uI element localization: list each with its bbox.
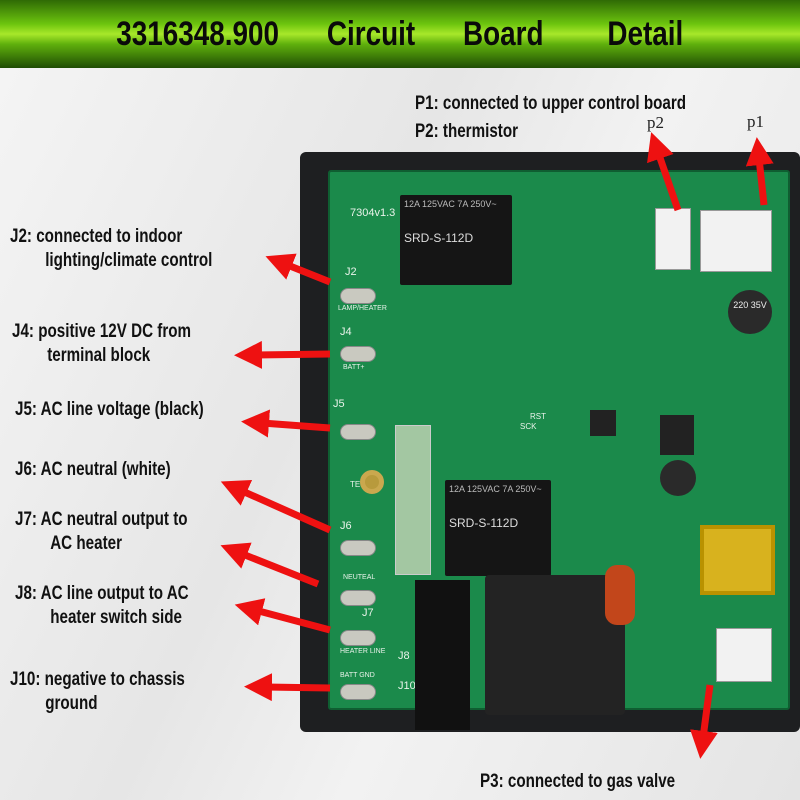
arrow-j10 (244, 673, 331, 702)
note-p2: P2: thermistor (415, 121, 519, 142)
mounting-hole (360, 470, 384, 494)
silk-j4: J4 (340, 326, 352, 338)
silk-j2: J2 (345, 266, 357, 278)
capacitor-small (660, 460, 696, 496)
silk-rst: RST (530, 412, 546, 421)
silk-version: 7304v1.3 (350, 207, 396, 219)
connector-p2 (655, 208, 691, 270)
connector-j8 (415, 580, 470, 730)
arrow-p1 (745, 137, 774, 206)
connector-p3 (716, 628, 772, 682)
silk-j5: J5 (333, 398, 345, 410)
terminal-j6 (340, 540, 376, 556)
terminal-j7 (340, 590, 376, 606)
terminal-j8 (340, 630, 376, 646)
silk-j10: J10 (398, 680, 416, 692)
arrow-j6 (220, 480, 332, 534)
relay-upper: 12A 125VAC 7A 250V~SRD-S-112D (400, 195, 512, 285)
terminal-j4 (340, 346, 376, 362)
pin-label-p1: p1 (747, 112, 764, 131)
note-p3: P3: connected to gas valve (480, 771, 676, 792)
callout-j5: J5: AC line voltage (black) (15, 399, 204, 420)
microcontroller (590, 410, 616, 436)
silk-batt-gnd: BATT GND (340, 672, 375, 679)
arrow-j7 (220, 542, 320, 588)
note-p1: P1: connected to upper control board (415, 93, 687, 114)
silk-batt: BATT+ (343, 364, 365, 371)
arrow-p3 (690, 684, 718, 759)
terminal-j5 (340, 424, 376, 440)
relay-lower: 12A 125VAC 7A 250V~SRD-S-112D (445, 480, 551, 576)
terminal-j10 (340, 684, 376, 700)
silk-j7: J7 (362, 607, 374, 619)
arrow-j4 (234, 340, 331, 369)
connector-p1 (700, 210, 772, 272)
terminal-j2 (340, 288, 376, 304)
page-title: 3316348.900 Circuit Board Detail (116, 14, 684, 53)
fuse-holder (395, 425, 431, 575)
capacitor-orange (605, 565, 635, 625)
transformer (700, 525, 775, 595)
arrow-p2 (647, 132, 682, 212)
silk-heater-line: HEATER LINE (340, 648, 386, 655)
pin-label-p2: p2 (647, 113, 664, 132)
silk-lamp: LAMP/HEATER (338, 305, 387, 312)
silk-sck: SCK (520, 422, 537, 431)
arrow-j8 (234, 598, 331, 634)
silk-neutral: NEUTEAL (343, 574, 376, 581)
title-banner: 3316348.900 Circuit Board Detail (0, 0, 800, 68)
callout-j6: J6: AC neutral (white) (15, 459, 171, 480)
black-transformer (485, 575, 625, 715)
ic-chip (660, 415, 694, 455)
silk-j6: J6 (340, 520, 352, 532)
arrow-j2 (265, 253, 332, 286)
arrow-j5 (241, 409, 331, 438)
capacitor: 220 35V (728, 290, 772, 334)
silk-j8: J8 (398, 650, 410, 662)
